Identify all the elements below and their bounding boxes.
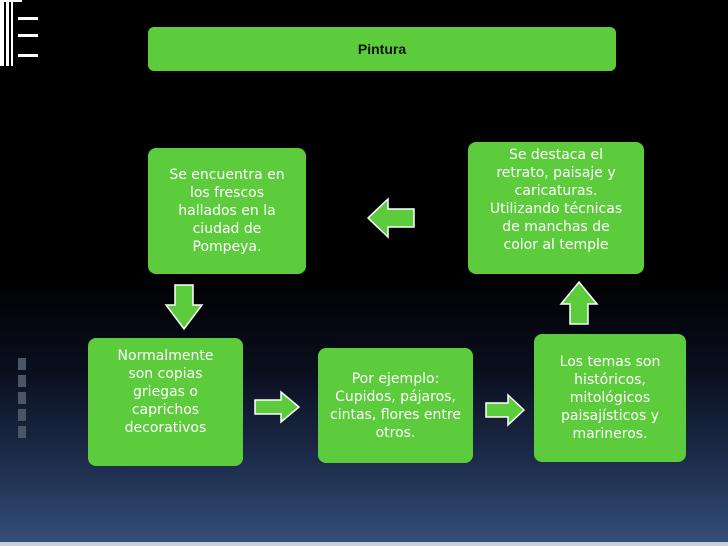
left-edge-bar-1 xyxy=(0,0,4,66)
arrow-right-icon xyxy=(485,393,526,427)
box-themes: Los temas son históricos, mitológicos pa… xyxy=(534,334,686,462)
top-edge-bar-3 xyxy=(18,34,38,37)
diagram-title: Pintura xyxy=(357,41,407,57)
side-mark-3 xyxy=(18,392,26,404)
arrow-left-icon xyxy=(366,197,415,239)
top-edge-bar-4 xyxy=(18,54,38,57)
box-portrait: Se destaca el retrato, paisaje y caricat… xyxy=(468,142,644,274)
bottom-edge-bar xyxy=(0,542,728,546)
side-mark-4 xyxy=(18,409,26,421)
top-edge-bar-1 xyxy=(0,0,22,2)
box-copies: Normalmente son copias griegas o caprich… xyxy=(88,338,243,466)
box-fresco: Se encuentra en los frescos hallados en … xyxy=(148,148,306,274)
left-edge-bar-3 xyxy=(11,0,13,66)
side-mark-5 xyxy=(18,426,26,438)
left-edge-bar-2 xyxy=(6,0,9,66)
box-copies-text: Normalmente son copias griegas o caprich… xyxy=(117,348,214,436)
box-examples-text: Por ejemplo: Cupidos, pájaros, cintas, f… xyxy=(330,370,461,441)
side-mark-1 xyxy=(18,358,26,370)
title-bar: Pintura xyxy=(148,27,616,71)
box-portrait-text: Se destaca el retrato, paisaje y caricat… xyxy=(489,147,623,253)
side-mark-2 xyxy=(18,375,26,387)
top-edge-bar-2 xyxy=(18,17,38,20)
box-themes-text: Los temas son históricos, mitológicos pa… xyxy=(559,354,661,442)
box-examples: Por ejemplo: Cupidos, pájaros, cintas, f… xyxy=(318,348,473,463)
arrow-up-icon xyxy=(559,280,599,325)
box-fresco-text: Se encuentra en los frescos hallados en … xyxy=(169,167,285,255)
arrow-right-icon xyxy=(254,390,301,424)
arrow-down-icon xyxy=(164,284,204,331)
